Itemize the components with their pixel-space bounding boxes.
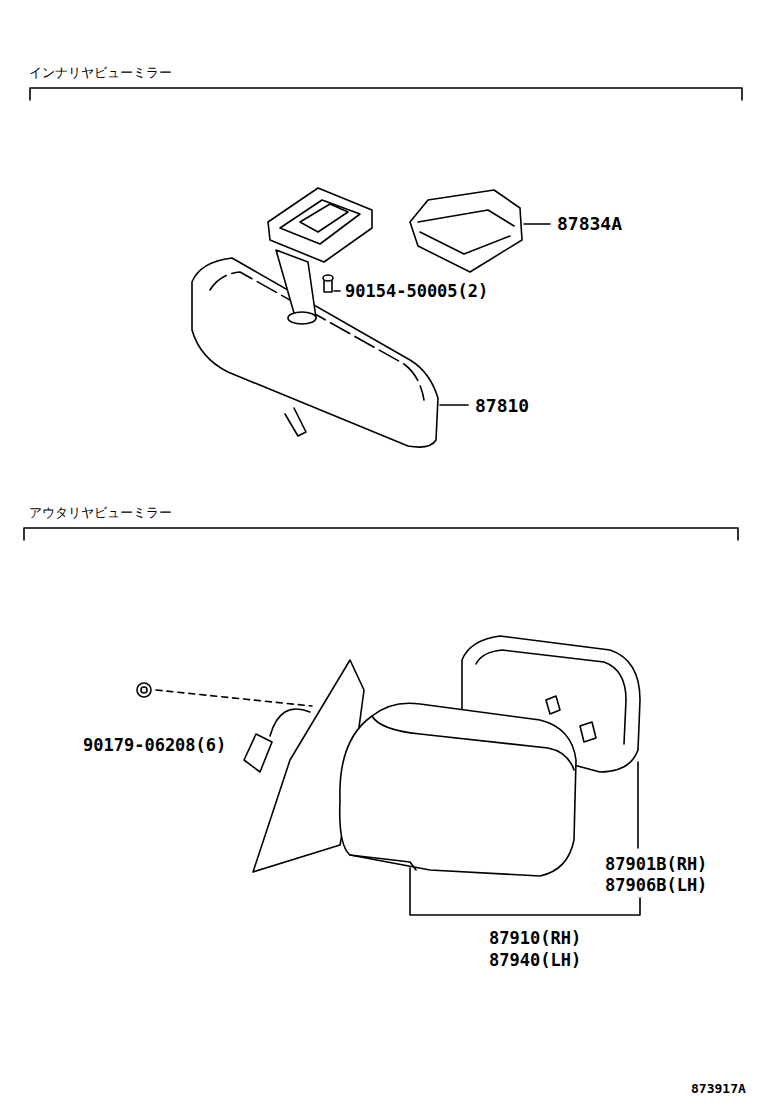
part-number: 87910(RH) [488,930,582,947]
part-number: 90154-50005(2) [344,283,489,300]
nut-hole [141,687,147,693]
mirror-tab [285,408,306,436]
leader-line [440,404,468,406]
leader-line [334,290,340,292]
section-bracket [24,528,738,540]
housing-lip [350,855,416,870]
mirror-housing [340,703,576,876]
part-number: 90179-06208(6) [82,737,227,754]
cover-inner [418,210,514,254]
assembly-line [156,690,312,706]
nut [137,683,151,697]
part-number: 87940(LH) [488,952,582,969]
mount-top [280,200,360,244]
part-number: 87834A [556,215,623,233]
figure-number: 873917A [690,1082,747,1095]
arm-socket [288,312,316,324]
screw-head [323,275,333,281]
section-bracket [30,88,742,100]
wire [270,709,310,736]
leader-line [524,223,550,225]
part-number: 87810 [474,397,530,415]
section-heading: アウタリヤビューミラー [28,506,173,519]
mirror-arm [276,250,316,320]
part-number: 87906B(LH) [604,877,708,894]
housing-edge [372,716,574,770]
part-number: 87901B(RH) [604,856,708,873]
mount-cover [410,190,522,272]
leader-line [637,762,639,848]
connector [244,734,272,772]
mirror-mount [268,188,372,262]
section-heading: インナリヤビューミラー [28,66,173,79]
mount-detail [300,204,348,232]
